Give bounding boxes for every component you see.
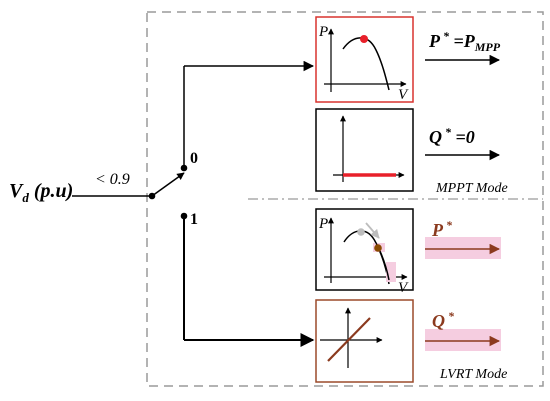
lvrt-p-axis-label: P: [318, 216, 328, 232]
mpp-point: [360, 35, 368, 43]
mppt-mode-label: MPPT Mode: [435, 181, 508, 196]
input-label: Vd (p.u): [9, 180, 73, 205]
outer-dashed-frame: [146, 11, 544, 387]
threshold-label: < 0.9: [95, 171, 130, 188]
switch-position-1-label: 1: [190, 211, 198, 228]
switch-position-0-label: 0: [190, 150, 198, 167]
lvrt-v-axis-label: V: [398, 280, 409, 296]
gray-operating-point: [357, 228, 365, 236]
mppt-q-box: [315, 108, 414, 192]
p-ref-lvrt-label: P *: [431, 218, 453, 240]
p-ref-mppt-label: P * =PMPP: [428, 29, 501, 54]
lvrt-q-box: [315, 299, 414, 383]
q-droop-line: [327, 317, 371, 362]
switch-blade: [151, 172, 185, 197]
q-ref-mppt-label: Q * =0: [429, 125, 475, 147]
operating-point-shift-arrow: [365, 222, 380, 239]
mppt-pv-curve-box: [315, 16, 414, 103]
mppt-v-axis-label: V: [398, 87, 409, 103]
p-lvrt-output-highlight: [425, 237, 501, 259]
q-lvrt-output-highlight: [425, 329, 501, 351]
brown-operating-point: [374, 244, 382, 252]
lvrt-mode-label: LVRT Mode: [439, 367, 507, 382]
lvrt-pv-curve-box: [315, 208, 414, 291]
mppt-p-axis-label: P: [318, 24, 328, 40]
q-ref-lvrt-label: Q *: [432, 309, 455, 331]
